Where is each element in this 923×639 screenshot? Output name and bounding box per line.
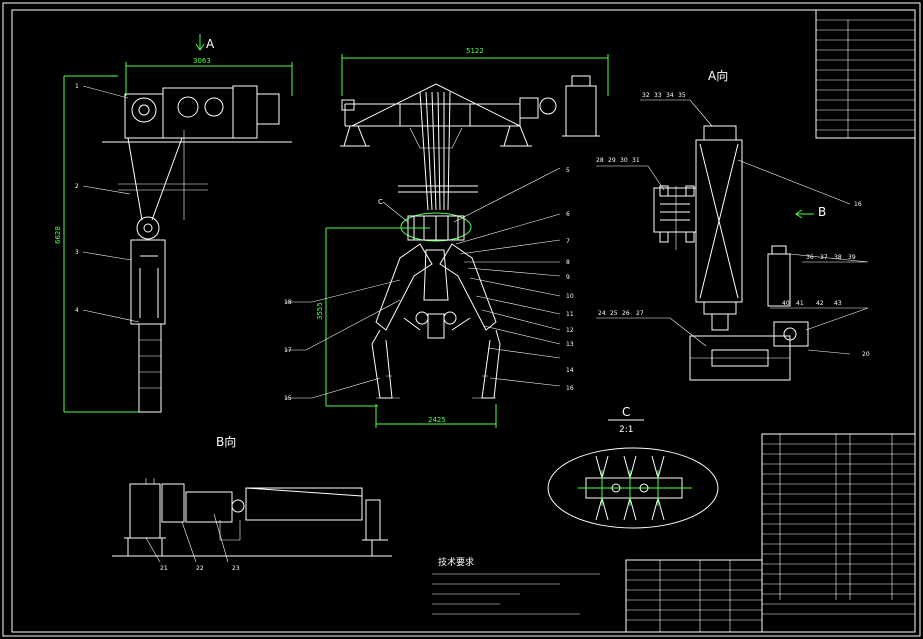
- detail-c-scale: 2:1: [619, 425, 633, 435]
- part-7: 7: [566, 238, 570, 245]
- part-32: 32: [642, 92, 650, 99]
- detail-c-title: C: [622, 405, 630, 419]
- part-14: 14: [566, 367, 574, 374]
- part-27: 27: [636, 310, 644, 317]
- dim-2425: 2425: [428, 416, 446, 424]
- part-33: 33: [654, 92, 662, 99]
- tech-table-top-right: [815, 9, 916, 139]
- a-view-labels: 32 33 34 35 28 29 30 31 16 36 37 38 39 4…: [596, 92, 870, 358]
- center-top-assembly: [340, 54, 609, 149]
- part-16: 16: [566, 385, 574, 392]
- part-11: 11: [566, 311, 574, 318]
- part-13: 13: [566, 341, 574, 348]
- left-view-labels: 1 2 3 4: [75, 83, 140, 323]
- part-35: 35: [678, 92, 686, 99]
- part-15: 15: [284, 395, 292, 402]
- a-arrow-label: A: [206, 37, 215, 51]
- b-view-title: B向: [216, 434, 236, 449]
- dim-6628: 6628: [54, 226, 62, 244]
- drawing-frame-inner: [11, 9, 916, 633]
- detail-c-drawing: [547, 447, 719, 529]
- part-12: 12: [566, 327, 574, 334]
- part-42: 42: [816, 300, 824, 307]
- part-8: 8: [566, 259, 570, 266]
- part-10: 10: [566, 293, 574, 300]
- part-5: 5: [566, 167, 570, 174]
- part-38: 38: [834, 254, 842, 261]
- b-view-leaders: [145, 513, 229, 563]
- a-view-drawing: [653, 125, 809, 381]
- part-30: 30: [620, 157, 628, 164]
- part-28: 28: [596, 157, 604, 164]
- part-29: 29: [608, 157, 616, 164]
- dim-5122: 5122: [466, 47, 484, 55]
- part-40: 40: [782, 300, 790, 307]
- tech-requirements-lines: [432, 573, 600, 615]
- part-3: 3: [75, 249, 79, 256]
- a-view-arrow: [195, 34, 205, 51]
- part-9: 9: [566, 274, 570, 281]
- center-cables: [398, 91, 478, 211]
- part-24: 24: [598, 310, 606, 317]
- a-view-leaders: [596, 99, 869, 355]
- part-21: 21: [160, 565, 168, 572]
- part-2: 2: [75, 183, 79, 190]
- callout-c: C: [378, 198, 383, 206]
- parts-list-table: [761, 433, 916, 633]
- part-43: 43: [834, 300, 842, 307]
- part-18: 18: [284, 299, 292, 306]
- center-leaders: [285, 167, 561, 399]
- dim-3063: 3063: [193, 57, 211, 65]
- dim-lines-center: [325, 227, 497, 428]
- part-6: 6: [566, 211, 570, 218]
- part-1: 1: [75, 83, 79, 90]
- title-block: [625, 559, 763, 633]
- part-41: 41: [796, 300, 804, 307]
- b-view-arrow: [795, 209, 814, 219]
- part-23: 23: [232, 565, 240, 572]
- part-31: 31: [632, 157, 640, 164]
- center-grab: [371, 212, 501, 399]
- center-left-labels: 18 17 15: [284, 299, 292, 402]
- part-37: 37: [820, 254, 828, 261]
- b-arrow-label: B: [818, 205, 826, 219]
- part-17: 17: [284, 347, 292, 354]
- center-right-labels: 5 6 7 8 9 10 11 12 13 14 16: [566, 167, 574, 392]
- dim-3555: 3555: [316, 302, 324, 320]
- part-39: 39: [848, 254, 856, 261]
- b-view-drawing: [112, 478, 392, 557]
- tech-requirements-title: 技术要求: [438, 556, 474, 568]
- part-22: 22: [196, 565, 204, 572]
- part-34: 34: [666, 92, 674, 99]
- part-26: 26: [622, 310, 630, 317]
- part-4: 4: [75, 307, 79, 314]
- part-20: 20: [862, 351, 870, 358]
- a-view-title: A向: [708, 68, 728, 83]
- left-front-view: [63, 62, 293, 413]
- part-36: 36: [806, 254, 814, 261]
- part-16-a: 16: [854, 201, 862, 208]
- part-25: 25: [610, 310, 618, 317]
